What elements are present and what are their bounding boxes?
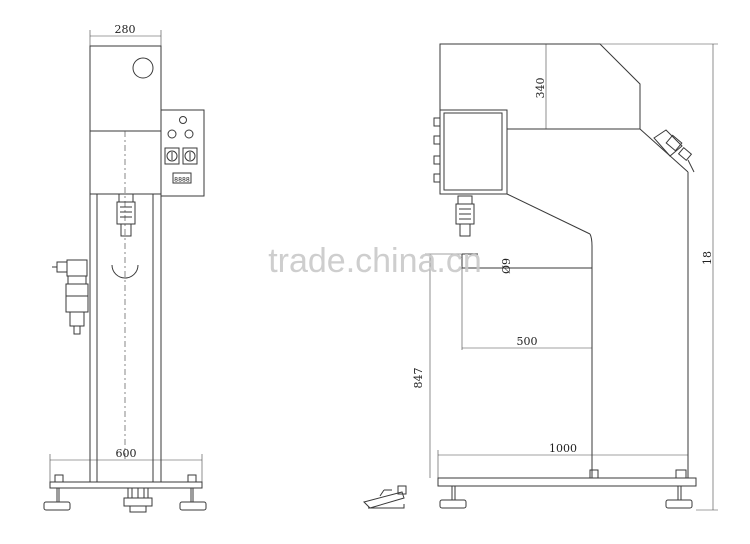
dim-base-width-label: 600 xyxy=(116,447,137,460)
foot-pedal xyxy=(363,485,407,509)
side-base xyxy=(437,469,697,509)
air-filter-regulator xyxy=(52,259,89,335)
dim-throat-depth: 500 xyxy=(461,268,592,350)
dim-top-width-label: 280 xyxy=(115,23,136,36)
leveling-foot xyxy=(439,499,467,509)
head-port-circle xyxy=(132,57,154,79)
indicator-light-icon xyxy=(179,116,187,124)
knob-icon xyxy=(184,129,194,139)
anvil xyxy=(111,264,139,279)
front-base: 600 xyxy=(43,447,207,513)
leveling-foot xyxy=(665,499,693,509)
dim-total-height-label: 18 xyxy=(701,251,714,265)
dim-top-width: 280 xyxy=(89,23,162,46)
dim-head-height: 340 xyxy=(534,44,547,129)
front-view: 280 8888 xyxy=(43,23,207,513)
head-housing xyxy=(89,45,162,195)
dim-throat-depth-label: 500 xyxy=(517,335,538,348)
dim-diameter-label: Ø9 xyxy=(500,258,513,274)
selector-switch-icon xyxy=(184,150,196,162)
dim-table-height: 847 xyxy=(412,253,462,478)
side-control-box xyxy=(439,109,508,195)
leveling-foot xyxy=(43,501,71,511)
dim-head-height-label: 340 xyxy=(534,78,547,99)
counter-display-digits: 8888 xyxy=(174,176,190,184)
dim-table-height-label: 847 xyxy=(412,368,425,389)
side-view: 340 Ø9 xyxy=(363,43,718,511)
knob-icon xyxy=(167,129,177,139)
dim-base-length-label: 1000 xyxy=(549,442,577,455)
side-ram xyxy=(455,195,475,237)
selector-switch-icon xyxy=(166,150,178,162)
dim-total-height: 18 xyxy=(600,43,718,511)
watermark: trade.china.cn xyxy=(268,242,482,280)
side-valve xyxy=(653,129,695,173)
counter-display xyxy=(172,172,192,184)
control-panel: 8888 xyxy=(160,109,205,197)
front-ram xyxy=(116,193,136,237)
dim-base-length: 1000 xyxy=(437,442,688,482)
leveling-foot xyxy=(179,501,207,511)
